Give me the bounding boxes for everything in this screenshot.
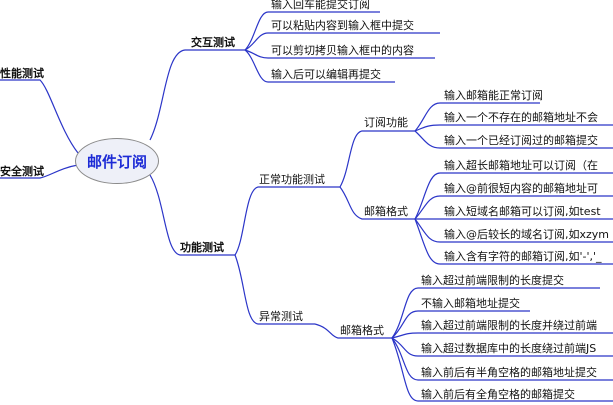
node-abnormal-format[interactable]: 邮箱格式 — [340, 324, 384, 337]
leaf-normal-format-2[interactable]: 输入@前很短内容的邮箱地址可 — [444, 182, 598, 195]
connector-security — [0, 164, 79, 179]
connector-nf-2 — [414, 195, 613, 220]
connector-performance — [0, 79, 79, 154]
connector-sub-2 — [414, 124, 613, 132]
node-performance[interactable]: 性能测试 — [0, 67, 44, 80]
connector-nf-5 — [414, 218, 613, 265]
connector-af-6 — [391, 337, 613, 402]
connector-subscribe — [339, 130, 415, 188]
connector-af-2 — [391, 310, 530, 339]
leaf-interaction-3[interactable]: 可以剪切拷贝输入框中的内容 — [271, 44, 414, 57]
connector-sub-3 — [414, 130, 613, 149]
node-security[interactable]: 安全测试 — [0, 165, 44, 178]
connector-nf-1 — [414, 172, 613, 220]
connector-functional — [149, 174, 235, 256]
connector-af-3 — [391, 332, 613, 339]
leaf-abnormal-format-1[interactable]: 输入超过前端限制的长度提交 — [421, 274, 564, 287]
connector-af-5 — [391, 337, 613, 381]
leaf-interaction-2[interactable]: 可以粘贴内容到输入框中提交 — [271, 19, 414, 32]
leaf-abnormal-format-5[interactable]: 输入前后有半角空格的邮箱地址提交 — [421, 366, 597, 379]
leaf-subscribe-3[interactable]: 输入一个已经订阅过的邮箱提交 — [444, 134, 598, 147]
leaf-normal-format-4[interactable]: 输入@后较长的域名订阅,如xzym — [444, 228, 610, 241]
connector-interaction — [149, 49, 245, 141]
connector-normal — [234, 186, 340, 256]
leaf-abnormal-format-4[interactable]: 输入超过数据库中的长度绕过前端JS — [421, 342, 597, 355]
leaf-abnormal-format-2[interactable]: 不输入邮箱地址提交 — [421, 297, 520, 310]
leaf-abnormal-format-3[interactable]: 输入超过前端限制的长度并绕过前端 — [421, 319, 597, 332]
connector-sub-1 — [414, 102, 540, 132]
leaf-normal-format-3[interactable]: 输入短域名邮箱可以订阅,如test — [444, 205, 601, 218]
connector-int-2 — [244, 32, 440, 51]
connector-int-4 — [244, 49, 395, 83]
node-normal-format[interactable]: 邮箱格式 — [364, 205, 408, 218]
leaf-normal-format-5[interactable]: 输入含有字符的邮箱订阅,如'-','_ — [444, 250, 602, 263]
connector-abnormal-format — [314, 323, 392, 339]
connector-af-1 — [391, 287, 600, 339]
leaf-normal-format-1[interactable]: 输入超长邮箱地址可以订阅（在 — [444, 159, 598, 172]
leaf-subscribe-1[interactable]: 输入邮箱能正常订阅 — [444, 89, 543, 102]
node-abnormal[interactable]: 异常测试 — [259, 310, 303, 323]
connector-af-4 — [391, 337, 613, 357]
connector-nf-4 — [414, 218, 613, 243]
node-normal[interactable]: 正常功能测试 — [259, 173, 325, 186]
node-interaction[interactable]: 交互测试 — [191, 36, 235, 49]
leaf-interaction-4[interactable]: 输入后可以编辑再提交 — [271, 68, 381, 81]
connector-int-1 — [244, 11, 380, 51]
connector-int-3 — [244, 49, 435, 59]
leaf-subscribe-2[interactable]: 输入一个不存在的邮箱地址不会 — [444, 111, 598, 124]
node-subscribe[interactable]: 订阅功能 — [364, 116, 408, 129]
node-functional[interactable]: 功能测试 — [180, 241, 224, 254]
root-node[interactable]: 邮件订阅 — [75, 138, 159, 184]
connector-normal-format — [339, 186, 415, 220]
leaf-abnormal-format-6[interactable]: 输入前后有全角空格的邮箱提交 — [421, 388, 575, 401]
connector-abnormal — [234, 254, 315, 325]
leaf-interaction-1[interactable]: 输入回车能提交订阅 — [271, 0, 370, 11]
